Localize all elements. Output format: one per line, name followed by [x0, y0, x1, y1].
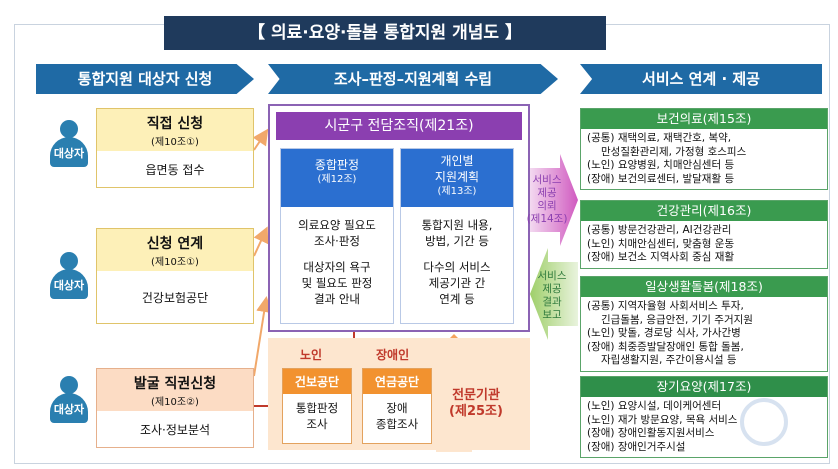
- watermark-logo: [740, 398, 788, 446]
- service-item: (노인) 요양시설, 데이케어센터: [587, 400, 722, 412]
- column-header-assessment: 조사–판정–지원계획 수립: [268, 64, 558, 94]
- arrow-direct-to-center: [252, 128, 269, 151]
- service-item: (장애) 보건의료센터, 발달재활 등: [587, 172, 735, 185]
- application-title: 신청 연계: [146, 236, 204, 252]
- service-health-care: 보건의료(제15조) (공통) 재택의료, 재택간호, 복약, 만성질환관리제,…: [580, 108, 828, 190]
- page-title: 【 의료·요양·돌봄 통합지원 개념도 】: [164, 16, 606, 50]
- application-direct: 직접 신청 (제10조①) 읍면동 접수: [96, 108, 254, 188]
- service-item: 자립생활지원, 주간이용시설 등: [601, 354, 737, 366]
- column-header-service: 서비스 연계 · 제공: [580, 64, 822, 94]
- column-header-applicant: 통합지원 대상자 신청: [36, 64, 254, 94]
- service-item: (장애) 최중증발달장애인 통합 돌봄,: [587, 340, 744, 353]
- person-icon: 대상자: [48, 376, 90, 424]
- application-discovery: 발굴 직권신청 (제10조②) 조사·정보분석: [96, 368, 254, 448]
- person-icon: 대상자: [48, 252, 90, 300]
- service-title: 일상생활돌봄(제18조): [581, 277, 827, 297]
- application-clause: (제10조②): [151, 397, 199, 408]
- service-item: (노인) 요양병원, 치매안심센터 등: [587, 159, 735, 171]
- application-title: 직접 신청: [146, 116, 204, 132]
- arrow-service-result: [530, 248, 578, 340]
- application-body: 읍면동 접수: [145, 162, 205, 177]
- service-title: 건강관리(제16조): [581, 201, 827, 221]
- service-title: 장기요양(제17조): [581, 377, 827, 397]
- application-clause: (제10조①): [151, 257, 199, 268]
- district-office-header: 시군구 전담조직(제21조): [276, 112, 522, 140]
- disabled-label: 장애인: [376, 348, 410, 362]
- arrow-service-request: [530, 154, 578, 246]
- person-icon: 대상자: [48, 120, 90, 168]
- application-clause: (제10조①): [151, 137, 199, 148]
- service-long-term-care: 장기요양(제17조) (노인) 요양시설, 데이케어센터 (노인) 재가 방문요…: [580, 376, 828, 458]
- service-item: (장애) 장애인거주시설: [587, 440, 686, 453]
- elder-label: 노인: [300, 348, 323, 362]
- service-item: 만성질환관리제, 가정형 호스피스: [601, 145, 747, 158]
- service-daily-care: 일상생활돌봄(제18조) (공통) 지역자율형 사회서비스 투자, 긴급돌봄, …: [580, 276, 828, 372]
- service-title: 보건의료(제15조): [581, 109, 827, 129]
- service-item: 긴급돌봄, 응급안전, 기기 주거지원: [601, 313, 753, 326]
- service-item: (공통) 방문건강관리, AI건강관리: [587, 224, 732, 236]
- service-item: (장애) 장애인활동지원서비스: [587, 427, 715, 439]
- arrow-discovery-to-center: [253, 296, 273, 377]
- service-item: (노인) 재가 방문요양, 목욕 서비스: [587, 413, 738, 426]
- arrow-linked-to-center: [253, 226, 269, 257]
- expert-agency-label: 전문기관(제25조): [449, 388, 503, 419]
- service-item: (공통) 지역자율형 사회서비스 투자,: [587, 300, 744, 312]
- service-item: (공통) 재택의료, 재택간호, 복약,: [587, 132, 732, 144]
- application-body: 조사·정보분석: [139, 422, 211, 437]
- service-item: (노인) 맞돌, 경로당 식사, 가사간병: [587, 327, 741, 339]
- service-item: (장애) 보건소 지역사회 중심 재활: [587, 251, 735, 263]
- application-linked: 신청 연계 (제10조①) 건강보험공단: [96, 228, 254, 324]
- application-title: 발굴 직권신청: [133, 376, 217, 392]
- service-health-management: 건강관리(제16조) (공통) 방문건강관리, AI건강관리 (노인) 치매안심…: [580, 200, 828, 269]
- application-body: 건강보험공단: [141, 290, 209, 305]
- service-item: (노인) 치매안심센터, 맞춤형 운동: [587, 237, 735, 250]
